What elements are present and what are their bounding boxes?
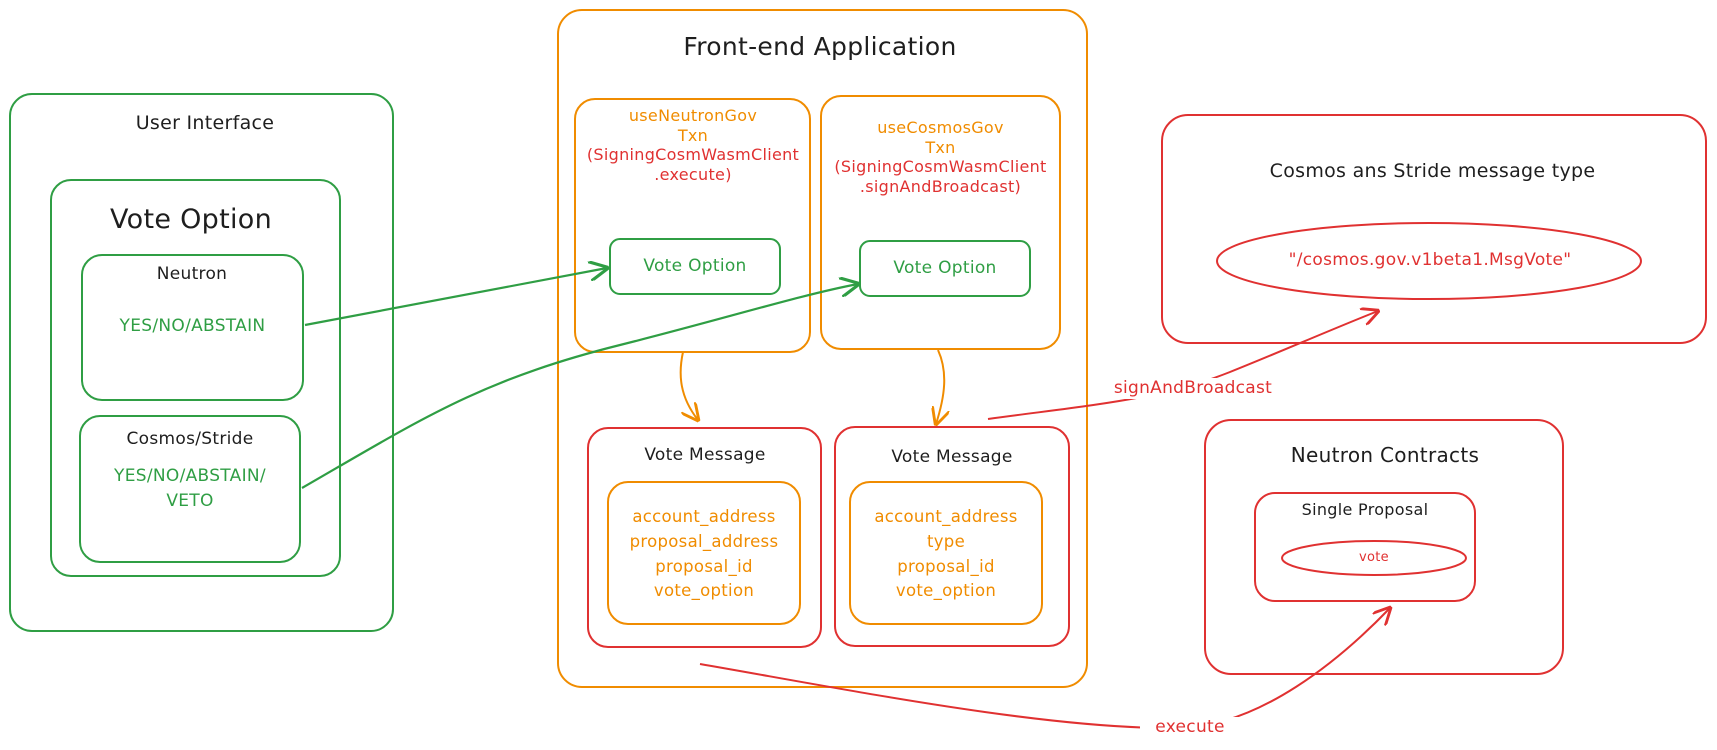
vote-option-title: Vote Option — [109, 204, 273, 235]
neutron-title: Neutron — [156, 264, 228, 284]
cosmos-stride-title: Cosmos/Stride — [126, 429, 254, 449]
arrow-cosmos-to-vote-option — [301, 284, 858, 489]
vote-ellipse — [1281, 540, 1467, 576]
arrow-execute — [699, 608, 1390, 730]
neutron-hook-vote-option: Vote Option — [643, 256, 747, 276]
neutron-field-vote-option: vote_option — [653, 581, 755, 601]
neutron-field-proposal-address: proposal_address — [629, 531, 779, 551]
cosmos-vote-fields: account_address type proposal_id vote_op… — [850, 505, 1042, 604]
msg-vote-type: "/cosmos.gov.v1beta1.MsgVote" — [1288, 250, 1572, 270]
neutron-hook-line2: Txn — [677, 125, 709, 145]
execute-label: execute — [1140, 717, 1240, 738]
user-interface-title: User Interface — [135, 112, 275, 134]
neutron-option-box — [81, 254, 304, 401]
arrow-neutron-to-vote-option — [304, 268, 607, 327]
single-proposal-title: Single Proposal — [1301, 500, 1429, 519]
cosmos-vote-fields-box — [849, 481, 1043, 625]
cosmos-stride-message-type-box — [1161, 114, 1707, 344]
cosmos-stride-message-type-title: Cosmos ans Stride message type — [1269, 160, 1596, 182]
neutron-vote-fields-box — [607, 481, 801, 625]
neutron-hook-line1: useNeutronGov — [628, 106, 758, 125]
arrow-cosmos-hook-to-message — [936, 349, 944, 424]
cosmos-vote-message-title: Vote Message — [891, 447, 1013, 467]
neutron-hook-line3: (SigningCosmWasmClient — [586, 145, 800, 165]
arrow-sign-and-broadcast — [987, 311, 1378, 420]
single-proposal-box — [1254, 492, 1476, 602]
vote-option-panel — [50, 179, 341, 577]
cosmos-stride-options-line2: VETO — [166, 490, 214, 511]
cosmos-hook-line3: (SigningCosmWasmClient — [834, 157, 1047, 177]
cosmos-vote-message-box — [834, 426, 1070, 647]
cosmos-field-vote-option: vote_option — [895, 581, 997, 601]
neutron-vote-message-box — [587, 427, 822, 648]
neutron-hook-line4: .execute) — [654, 164, 732, 184]
cosmos-stride-option-box — [79, 415, 301, 563]
vote-label: vote — [1359, 550, 1389, 565]
cosmos-stride-options: YES/NO/ABSTAIN/ VETO — [85, 464, 295, 513]
sign-and-broadcast-label: signAndBroadcast — [1098, 378, 1288, 399]
cosmos-hook-line2: Txn — [925, 137, 956, 157]
neutron-field-proposal-id: proposal_id — [655, 556, 753, 576]
neutron-options: YES/NO/ABSTAIN — [119, 316, 266, 336]
cosmos-hook-box — [820, 95, 1061, 350]
cosmos-hook-vote-option-box — [859, 240, 1031, 297]
cosmos-hook-vote-option: Vote Option — [893, 258, 997, 278]
cosmos-field-type: type — [926, 531, 966, 551]
neutron-hook-box — [574, 98, 811, 353]
user-interface-box — [9, 93, 394, 632]
frontend-app-box — [557, 9, 1088, 688]
msg-vote-ellipse — [1216, 222, 1642, 300]
neutron-vote-message-title: Vote Message — [644, 445, 766, 465]
cosmos-stride-options-line1: YES/NO/ABSTAIN/ — [114, 466, 266, 486]
neutron-vote-fields: account_address proposal_address proposa… — [608, 505, 800, 604]
cosmos-field-account-address: account_address — [874, 507, 1018, 526]
cosmos-hook-label: useCosmosGov Txn (SigningCosmWasmClient … — [823, 118, 1058, 196]
cosmos-hook-line4: .signAndBroadcast) — [859, 176, 1022, 196]
neutron-contracts-title: Neutron Contracts — [1290, 443, 1480, 467]
arrow-neutron-hook-to-message — [679, 351, 698, 420]
cosmos-hook-line1: useCosmosGov — [877, 118, 1004, 137]
neutron-hook-label: useNeutronGov Txn (SigningCosmWasmClient… — [578, 106, 808, 184]
cosmos-field-proposal-id: proposal_id — [897, 556, 995, 576]
frontend-title: Front-end Application — [683, 32, 957, 61]
neutron-contracts-box — [1204, 419, 1564, 675]
neutron-field-account-address: account_address — [632, 507, 776, 526]
